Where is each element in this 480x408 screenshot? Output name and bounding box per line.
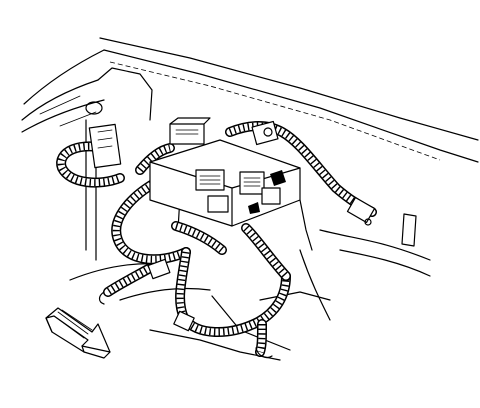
connector-bottom (173, 310, 195, 332)
connector-top (251, 120, 279, 146)
connector-left (88, 123, 122, 169)
side-bracket (401, 213, 417, 247)
connector-right (346, 196, 376, 224)
view-direction-arrow (45, 307, 111, 359)
connector-center (147, 258, 171, 280)
wiring-harness (56, 121, 377, 357)
grommet (85, 101, 103, 115)
connectors (88, 120, 376, 359)
fuse-relay-center (149, 117, 301, 227)
